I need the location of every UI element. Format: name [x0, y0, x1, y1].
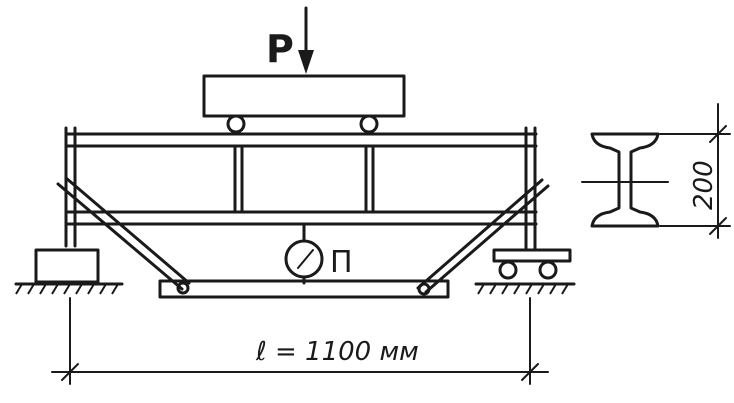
span-label: ℓ = 1100 мм: [255, 337, 419, 367]
right-end-post: [524, 126, 537, 242]
traverse-roller-left: [226, 114, 246, 134]
section-height-label: 200: [689, 160, 719, 210]
measuring-strut-left: [56, 176, 191, 295]
right-roller-carriage: [492, 238, 572, 280]
right-ground-hatch: [474, 282, 576, 295]
span-dimension: [51, 297, 549, 385]
gauge-label: П: [330, 245, 353, 280]
traverse-roller-right: [359, 114, 379, 134]
load-arrow: [298, 6, 314, 74]
load-label: P: [266, 27, 294, 71]
measuring-strut-right: [416, 178, 550, 296]
i-beam-section-icon: [581, 132, 669, 228]
test-beam-bottom-chord: [64, 210, 538, 226]
section-height-dimension: [659, 103, 731, 239]
stiffener-right: [364, 144, 375, 214]
stiffener-left: [233, 144, 244, 214]
left-support-block: [34, 248, 100, 284]
dial-gauge-icon: [284, 222, 324, 285]
left-ground-hatch: [14, 282, 124, 295]
loading-traverse: [202, 74, 406, 118]
test-beam-top-chord: [64, 132, 538, 148]
